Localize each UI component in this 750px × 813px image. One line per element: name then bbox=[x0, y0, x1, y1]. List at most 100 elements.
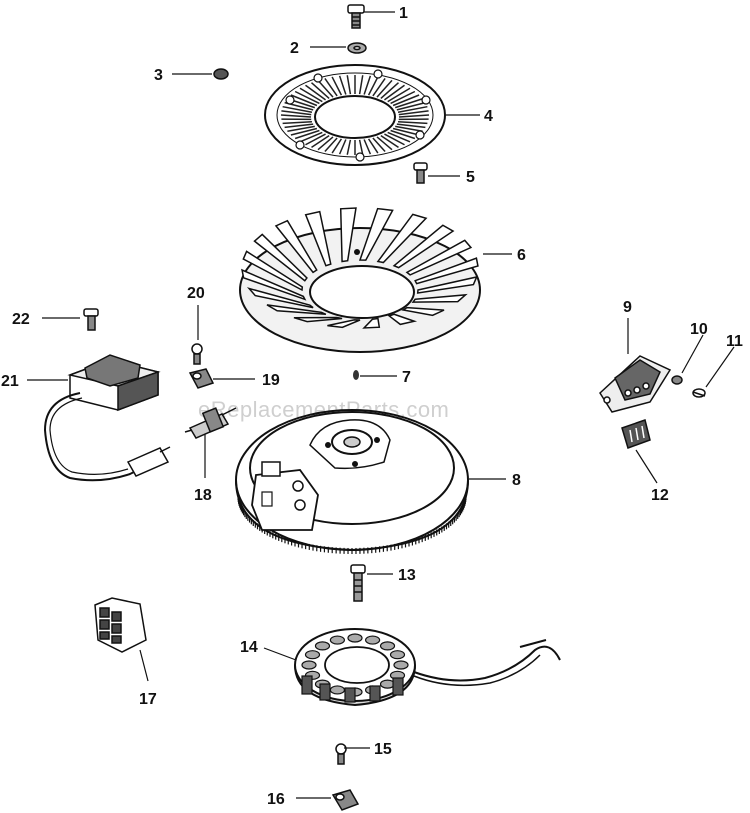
callout-1: 1 bbox=[399, 5, 408, 22]
fan-blade bbox=[362, 317, 381, 329]
fan-blade bbox=[376, 213, 428, 264]
fan-blade bbox=[414, 257, 479, 285]
plate-rib bbox=[346, 75, 352, 95]
fan-blade bbox=[253, 233, 308, 282]
plate-rib bbox=[346, 139, 352, 155]
callout-11: 11 bbox=[726, 333, 743, 350]
plate-rib bbox=[384, 133, 405, 146]
part-6-fan[interactable] bbox=[239, 207, 481, 353]
plate-rib bbox=[363, 75, 372, 95]
plate-rib bbox=[367, 76, 379, 96]
callout-16: 16 bbox=[267, 791, 285, 808]
plate-rib bbox=[398, 110, 429, 116]
part-1-screw[interactable] bbox=[347, 4, 365, 29]
stator-pole bbox=[304, 650, 321, 660]
callout-6: 6 bbox=[517, 247, 526, 264]
plate-rib bbox=[299, 131, 323, 143]
callout-4: 4 bbox=[484, 108, 493, 125]
part-7-key[interactable] bbox=[353, 370, 359, 380]
callout-10: 10 bbox=[690, 321, 708, 338]
plate-rib bbox=[282, 121, 313, 125]
fan-blade bbox=[304, 210, 332, 267]
part-12-connector[interactable] bbox=[621, 419, 651, 449]
stator-pole bbox=[365, 635, 381, 645]
plate-rib bbox=[294, 90, 320, 105]
fan-blade bbox=[416, 275, 478, 294]
plate-rib bbox=[299, 87, 323, 103]
plate-rib bbox=[358, 75, 364, 95]
fan-blade bbox=[392, 224, 455, 269]
plate-rib bbox=[338, 75, 347, 95]
plate-rib bbox=[280, 114, 312, 118]
part-5-screw[interactable] bbox=[413, 162, 428, 184]
part-21-ignition-module[interactable] bbox=[43, 354, 171, 482]
fan-blade bbox=[293, 316, 343, 323]
part-2-washer[interactable] bbox=[347, 42, 367, 54]
part-15-screw[interactable] bbox=[335, 743, 347, 765]
plate-rib bbox=[305, 84, 327, 101]
part-17-plug[interactable] bbox=[94, 597, 147, 653]
callout-9: 9 bbox=[623, 299, 632, 316]
plate-rib bbox=[383, 84, 405, 101]
part-11-screw[interactable] bbox=[692, 388, 706, 398]
plate-rib bbox=[311, 134, 330, 148]
callout-13: 13 bbox=[398, 567, 416, 584]
plate-rib bbox=[311, 82, 330, 99]
stator-pole bbox=[347, 633, 363, 643]
part-8-flywheel[interactable] bbox=[235, 409, 469, 554]
callout-8: 8 bbox=[512, 472, 521, 489]
part-9-rectifier[interactable] bbox=[599, 355, 672, 413]
plate-rib bbox=[380, 134, 399, 148]
fan-blade bbox=[266, 304, 327, 316]
part-16-clip[interactable] bbox=[331, 789, 360, 811]
callout-2: 2 bbox=[290, 40, 299, 57]
plate-rib bbox=[390, 129, 416, 140]
plate-rib bbox=[294, 129, 320, 140]
plate-rib bbox=[396, 101, 426, 111]
plate-rib bbox=[392, 127, 420, 136]
stator-pole bbox=[301, 660, 317, 670]
plate-rib bbox=[380, 82, 399, 99]
plate-rib bbox=[387, 87, 411, 103]
plate-rib bbox=[284, 123, 314, 129]
fan-blade bbox=[358, 207, 394, 261]
fan-blade bbox=[405, 239, 473, 276]
callout-21: 21 bbox=[1, 373, 19, 390]
plate-rib bbox=[317, 136, 334, 151]
part-18-spark-plug[interactable] bbox=[184, 407, 237, 439]
part-20-screw[interactable] bbox=[191, 343, 203, 365]
plate-rib bbox=[358, 139, 364, 155]
callout-17: 17 bbox=[139, 691, 157, 708]
stator-pole bbox=[314, 641, 331, 651]
fan-blade bbox=[327, 319, 361, 329]
part-22-screw[interactable] bbox=[83, 308, 99, 331]
plate-rib bbox=[376, 79, 393, 98]
callout-12: 12 bbox=[651, 487, 669, 504]
fan-blade bbox=[411, 293, 468, 303]
part-3-nut[interactable] bbox=[213, 68, 229, 80]
plate-rib bbox=[397, 121, 428, 125]
plate-rib bbox=[331, 76, 343, 96]
plate-rib bbox=[394, 98, 423, 109]
plate-rib bbox=[372, 78, 386, 97]
plate-rib bbox=[324, 78, 338, 97]
plate-rib bbox=[372, 137, 386, 153]
callout-15: 15 bbox=[374, 741, 392, 758]
plate-rib bbox=[376, 136, 393, 151]
part-10-washer[interactable] bbox=[671, 375, 683, 385]
fan-blade bbox=[387, 313, 418, 326]
callout-5: 5 bbox=[466, 169, 475, 186]
part-4-plate[interactable] bbox=[264, 64, 446, 166]
part-13-bolt[interactable] bbox=[350, 564, 366, 602]
fan-blade bbox=[242, 250, 304, 292]
callout-18: 18 bbox=[194, 487, 212, 504]
fan-blade bbox=[241, 268, 307, 301]
stator-pole bbox=[379, 641, 396, 651]
part-14-stator[interactable] bbox=[294, 628, 561, 707]
stator-pole bbox=[329, 635, 345, 645]
callout-22: 22 bbox=[12, 311, 30, 328]
part-19-clip[interactable] bbox=[188, 368, 215, 389]
stator-pole bbox=[389, 650, 406, 660]
plate-rib bbox=[390, 90, 416, 105]
plate-rib bbox=[317, 79, 334, 98]
